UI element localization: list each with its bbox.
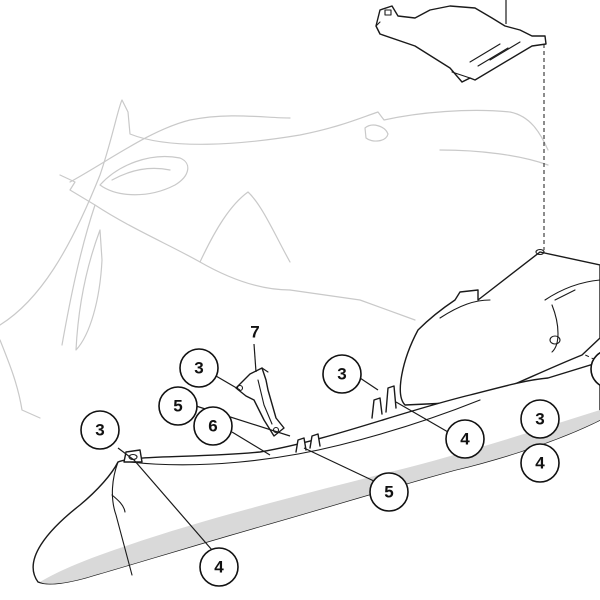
callout-3-left-label: 3 xyxy=(95,421,104,440)
callout-4-right-label: 4 xyxy=(535,454,545,473)
callout-5-left: 5 xyxy=(158,386,198,426)
callout-3-right-label: 3 xyxy=(535,410,544,429)
label-7: 7 xyxy=(250,323,259,342)
callout-5-left-label: 5 xyxy=(173,397,182,416)
lower-trim-strip xyxy=(32,361,600,585)
callout-4-right: 4 xyxy=(520,443,560,483)
callout-4-bottom: 4 xyxy=(199,547,239,587)
leader-lines xyxy=(117,343,449,551)
callout-4-mid-label: 4 xyxy=(460,430,470,449)
callout-edge: 3 xyxy=(590,351,600,387)
callout-4-bottom-label: 4 xyxy=(214,558,224,577)
fairing-ghost-outline xyxy=(0,99,549,419)
callout-3-mid-label: 3 xyxy=(337,365,346,384)
callout-3-right: 3 xyxy=(520,399,560,439)
callout-3-left: 3 xyxy=(80,410,120,450)
heat-shield-bracket xyxy=(375,5,547,83)
callout-6-label: 6 xyxy=(208,417,217,436)
callout-5-bottom: 5 xyxy=(369,472,409,512)
callout-5-bottom-label: 5 xyxy=(384,483,393,502)
lower-fairing-panel xyxy=(399,248,600,406)
callout-6: 6 xyxy=(193,406,233,446)
callout-3-mid: 3 xyxy=(322,354,362,394)
callout-3-upper-label: 3 xyxy=(194,359,203,378)
callout-3-upper: 3 xyxy=(179,348,219,388)
callout-4-mid: 4 xyxy=(445,419,485,459)
